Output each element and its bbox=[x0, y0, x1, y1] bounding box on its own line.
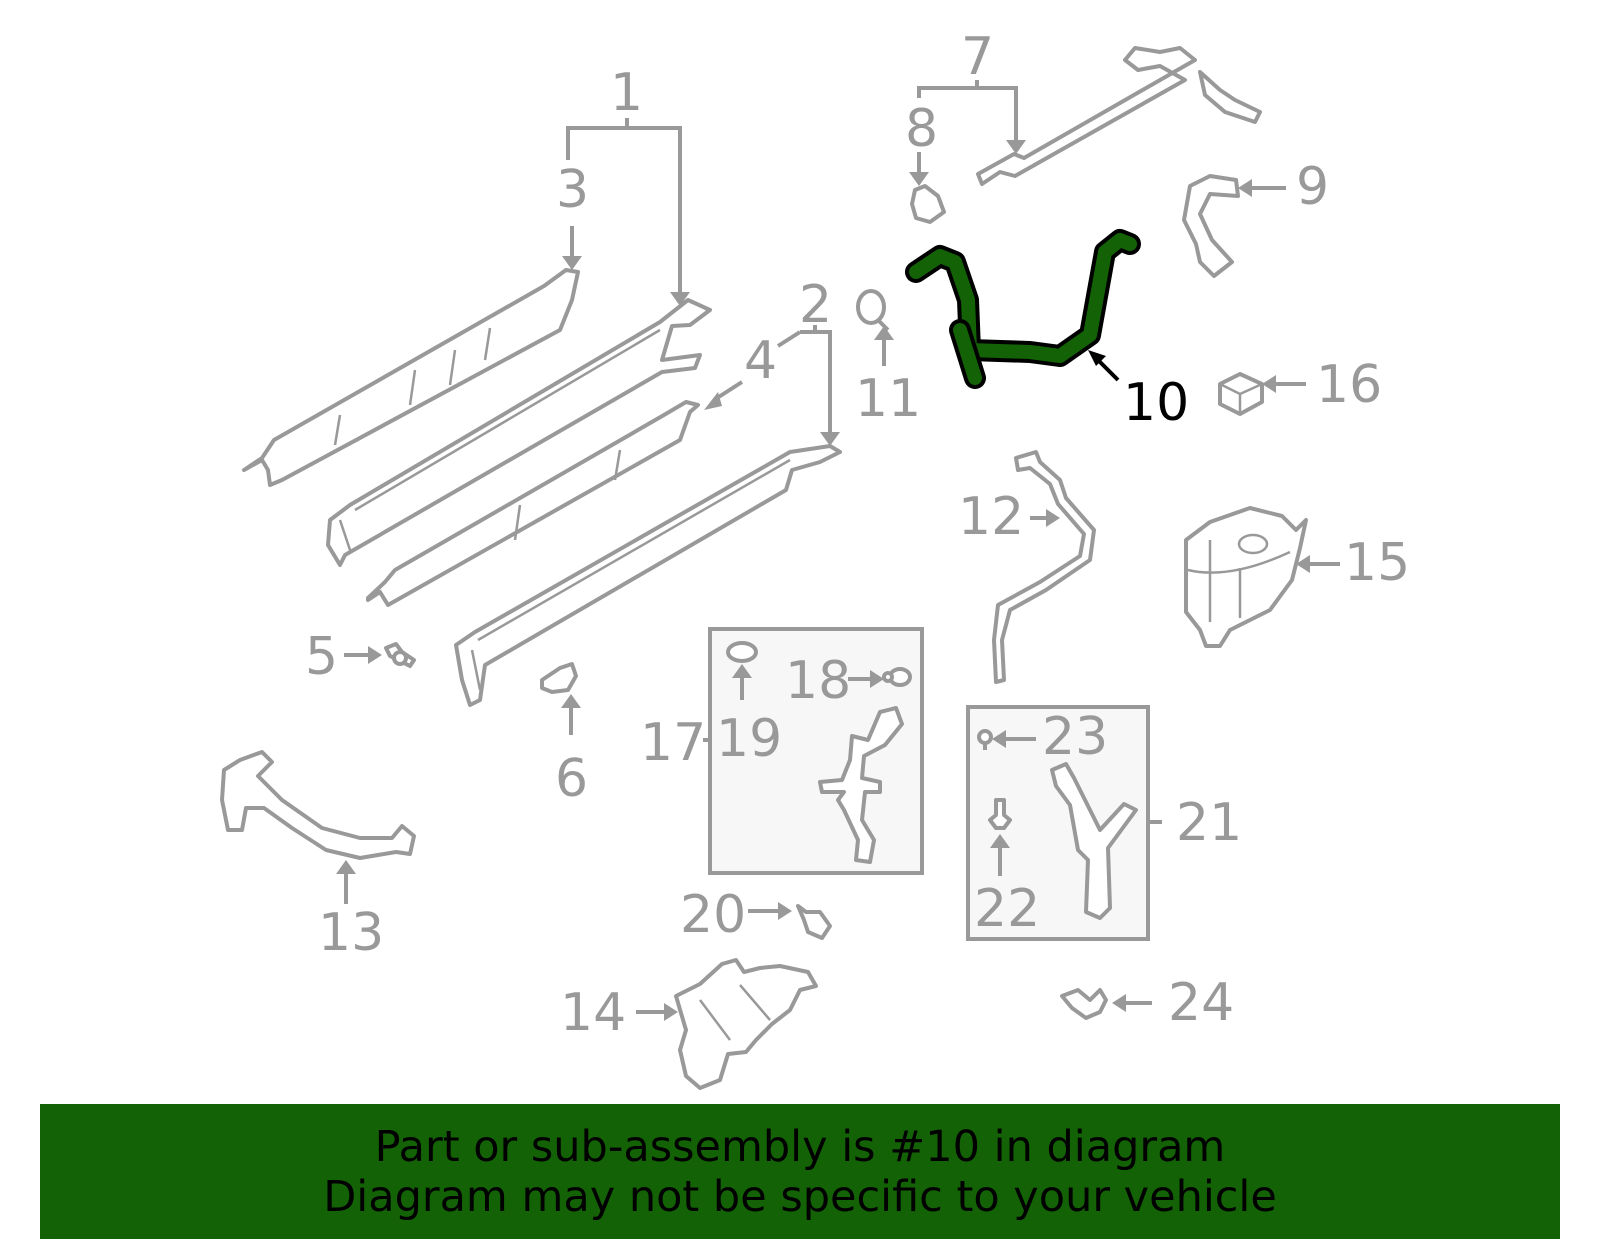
callout-8-group: 8 bbox=[905, 99, 938, 186]
callout-17-group: 17 bbox=[640, 627, 924, 875]
callout-12[interactable]: 12 bbox=[958, 487, 1024, 547]
callout-10[interactable]: 10 bbox=[1123, 373, 1189, 433]
part-6-bracket[interactable] bbox=[540, 662, 578, 694]
callout-6[interactable]: 6 bbox=[555, 749, 588, 809]
callout-22-group: 22 bbox=[974, 834, 1040, 939]
callout-8[interactable]: 8 bbox=[905, 99, 938, 159]
callout-9[interactable]: 9 bbox=[1296, 157, 1329, 217]
banner-line-1: Part or sub-assembly is #10 in diagram bbox=[374, 1121, 1226, 1172]
callout-7-group: 7 bbox=[917, 27, 1026, 154]
callout-18[interactable]: 18 bbox=[785, 651, 851, 711]
callout-4[interactable]: 4 bbox=[744, 331, 777, 391]
part-1-radiator-bracket[interactable] bbox=[326, 298, 712, 567]
callout-10-group: 10 bbox=[1088, 350, 1189, 433]
callout-5[interactable]: 5 bbox=[305, 627, 338, 687]
callout-1[interactable]: 1 bbox=[610, 63, 643, 123]
callout-17[interactable]: 17 bbox=[640, 713, 706, 773]
callout-1-group: 1 bbox=[566, 63, 690, 306]
callout-11-group: 11 bbox=[855, 326, 921, 429]
callout-23-group: 23 bbox=[992, 707, 1108, 767]
callout-24[interactable]: 24 bbox=[1168, 973, 1234, 1033]
callout-15-group: 15 bbox=[1296, 533, 1410, 593]
banner-line-2: Diagram may not be specific to your vehi… bbox=[323, 1171, 1277, 1222]
callout-3-group: 3 bbox=[556, 160, 589, 270]
callout-12-group: 12 bbox=[958, 487, 1060, 547]
part-22-fastener[interactable] bbox=[988, 798, 1012, 830]
callout-6-group: 6 bbox=[555, 694, 588, 809]
callout-14[interactable]: 14 bbox=[560, 983, 626, 1043]
callout-24-group: 24 bbox=[1112, 973, 1234, 1033]
part-14-water-pump-housing[interactable] bbox=[674, 958, 818, 1090]
callout-2-group: 2 bbox=[776, 275, 840, 446]
part-9-hose[interactable] bbox=[1182, 174, 1240, 278]
callout-19-group: 19 bbox=[716, 664, 782, 769]
part-info-banner: Part or sub-assembly is #10 in diagram D… bbox=[40, 1104, 1560, 1239]
callout-23[interactable]: 23 bbox=[1042, 707, 1108, 767]
callout-16[interactable]: 16 bbox=[1316, 355, 1382, 415]
callout-13[interactable]: 13 bbox=[318, 903, 384, 963]
callout-4-group: 4 bbox=[704, 331, 777, 410]
part-15-coolant-reservoir[interactable] bbox=[1184, 506, 1308, 648]
part-7-coolant-pipe[interactable] bbox=[976, 46, 1262, 186]
callout-21[interactable]: 21 bbox=[1176, 793, 1242, 853]
part-23-clip[interactable] bbox=[977, 729, 993, 750]
callout-13-group: 13 bbox=[318, 860, 384, 963]
part-17-thermostat-housing[interactable] bbox=[818, 706, 904, 864]
part-2-radiator[interactable] bbox=[454, 444, 842, 707]
part-18-seal[interactable] bbox=[882, 667, 912, 687]
callout-20[interactable]: 20 bbox=[680, 885, 746, 945]
part-10-coolant-hose-highlighted[interactable] bbox=[905, 229, 1141, 389]
part-24-clamp[interactable] bbox=[1060, 988, 1108, 1020]
callout-14-group: 14 bbox=[560, 983, 678, 1043]
callout-16-group: 16 bbox=[1262, 355, 1382, 415]
part-13-coolant-pipe[interactable] bbox=[220, 750, 416, 860]
callout-7[interactable]: 7 bbox=[961, 27, 994, 87]
callout-11[interactable]: 11 bbox=[855, 369, 921, 429]
callout-18-group: 18 bbox=[785, 651, 884, 711]
part-4-air-deflector[interactable] bbox=[366, 400, 700, 607]
part-16-cap[interactable] bbox=[1218, 372, 1264, 416]
callout-3[interactable]: 3 bbox=[556, 160, 589, 220]
part-20-clamp[interactable] bbox=[796, 904, 832, 940]
callout-19[interactable]: 19 bbox=[716, 709, 782, 769]
callout-15[interactable]: 15 bbox=[1344, 533, 1410, 593]
part-8-clamp[interactable] bbox=[910, 184, 946, 224]
callout-20-group: 20 bbox=[680, 885, 792, 945]
part-5-bolt[interactable] bbox=[384, 642, 416, 668]
part-12-coolant-line[interactable] bbox=[992, 450, 1096, 684]
part-21-hose-assembly[interactable] bbox=[1050, 762, 1138, 920]
part-11-o-ring[interactable] bbox=[856, 289, 890, 332]
callout-5-group: 5 bbox=[305, 627, 382, 687]
callout-22[interactable]: 22 bbox=[974, 879, 1040, 939]
callout-9-group: 9 bbox=[1238, 157, 1329, 217]
part-19-o-ring[interactable] bbox=[726, 641, 758, 663]
part-3-air-deflector[interactable] bbox=[242, 268, 580, 487]
